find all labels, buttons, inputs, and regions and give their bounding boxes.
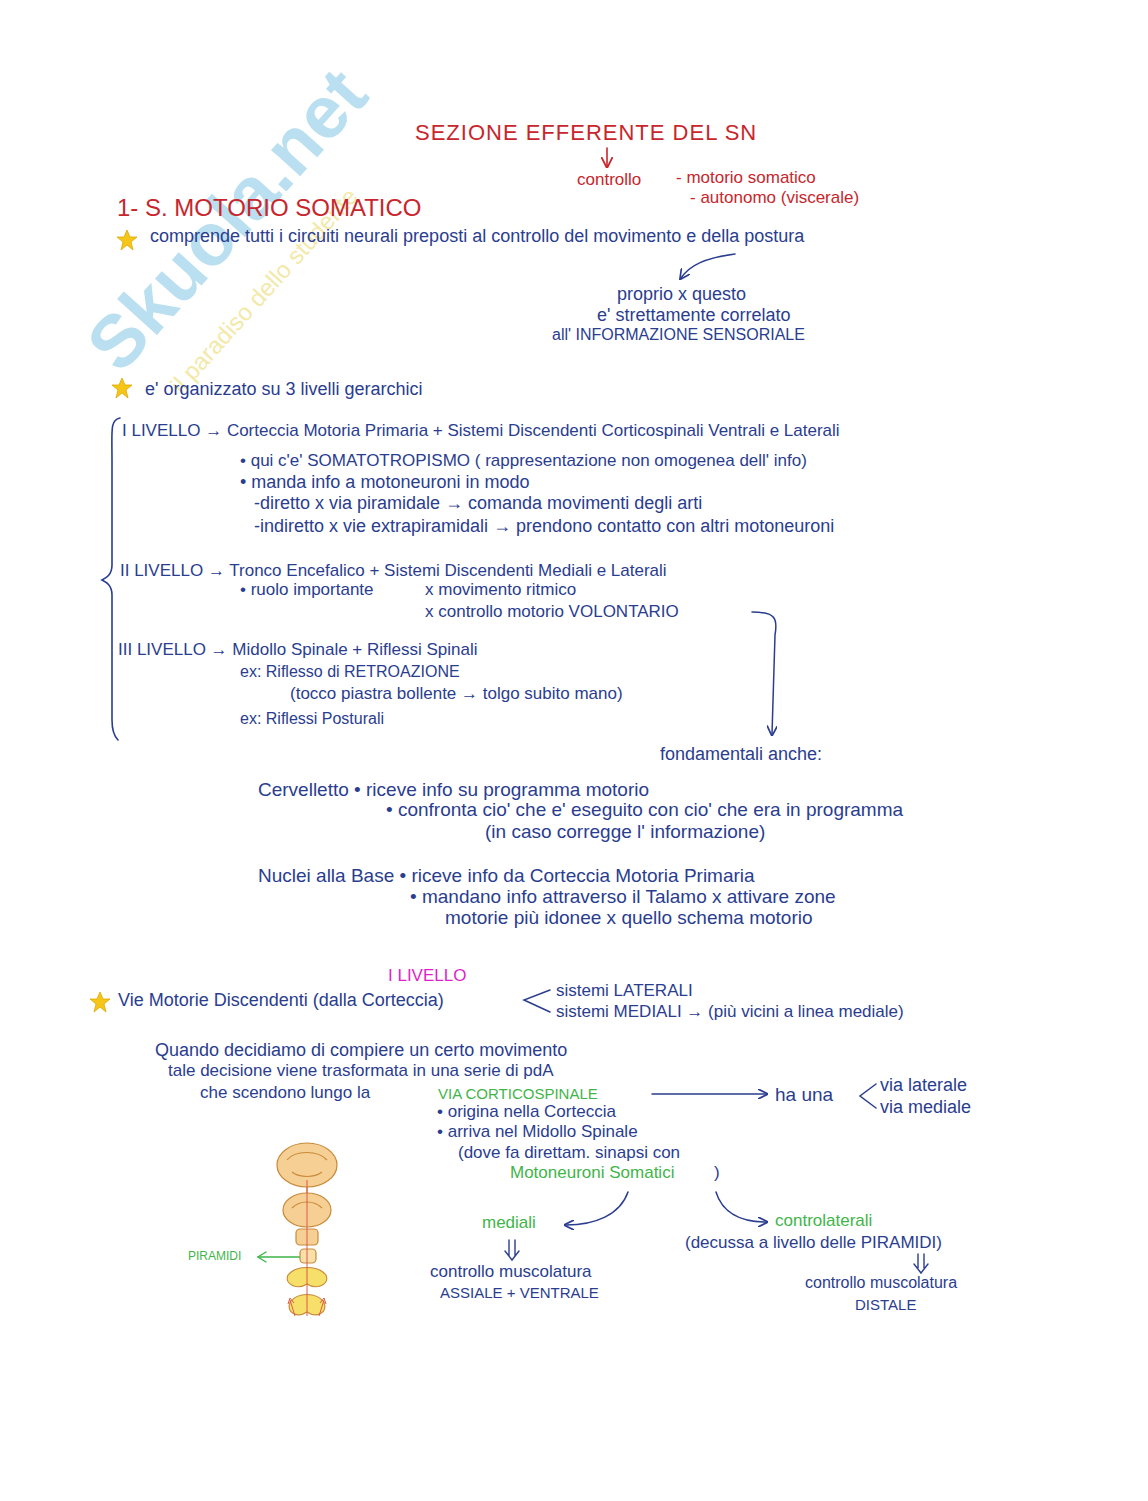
text-line: (in caso corregge l' informazione) [485,821,765,843]
arrow [606,148,608,166]
text-line: ex: Riflesso di RETROAZIONE [240,663,460,681]
arrow [716,1192,766,1222]
text-line: • ruolo importante [240,580,374,600]
text-line: • qui c'e' SOMATOTROPISMO ( rappresentaz… [240,451,807,471]
highlight-term: VIA CORTICOSPINALE [438,1085,598,1102]
text-line: proprio x questo [617,284,746,305]
text-line: ha una [775,1084,833,1106]
text-line: x movimento ritmico [425,580,576,600]
text-line: III LIVELLO → Midollo Spinale + Riflessi… [118,640,478,660]
section-heading: 1- S. MOTORIO SOMATICO [117,194,421,222]
text-line: motorie più idonee x quello schema motor… [445,907,813,929]
text-line: II LIVELLO → Tronco Encefalico + Sistemi… [120,561,667,581]
text-line: • origina nella Corteccia [437,1102,616,1122]
arrow [752,612,776,734]
text-line: I LIVELLO → Corteccia Motoria Primaria +… [122,421,840,441]
double-arrow [914,1254,928,1273]
text-line: via mediale [880,1097,971,1118]
text-line: • manda info a motoneuroni in modo [240,472,529,493]
text-line: sistemi LATERALI [556,981,693,1001]
text-line: controllo muscolatura [805,1274,957,1292]
text-line: Quando decidiamo di compiere un certo mo… [155,1040,567,1061]
text-line: (dove fa direttam. sinapsi con [458,1143,680,1163]
text-line: x controllo motorio VOLONTARIO [425,602,679,622]
highlight-term: mediali [482,1213,536,1233]
text-line: DISTALE [855,1296,916,1313]
split-brace [524,990,550,1012]
text-line: sistemi MEDIALI → (più vicini a linea me… [556,1002,904,1022]
level-tag: I LIVELLO [388,966,466,986]
arrow [566,1192,628,1225]
arrow [681,254,735,278]
text-line: -indiretto x vie extrapiramidali → prend… [254,516,834,537]
note: - motorio somatico [676,168,816,188]
title: SEZIONE EFFERENTE DEL SN [415,120,757,145]
text-line: e' strettamente correlato [597,305,791,326]
text-line: controllo muscolatura [430,1262,592,1282]
text-line: Nuclei alla Base • riceve info da Cortec… [258,865,755,887]
text-line: • mandano info attraverso il Talamo x at… [410,886,836,908]
text-line: (decussa a livello delle PIRAMIDI) [685,1233,942,1253]
text-line: • arriva nel Midollo Spinale [437,1122,638,1142]
brace [102,418,120,740]
text-line: ex: Riflessi Posturali [240,710,384,728]
text-line: Cervelletto • riceve info su programma m… [258,779,649,801]
highlight-term: controlaterali [775,1211,872,1231]
text-line: (tocco piastra bollente → tolgo subito m… [290,684,623,704]
text-line: Vie Motorie Discendenti (dalla Corteccia… [118,990,444,1011]
text-line: comprende tutti i circuiti neurali prepo… [150,226,804,247]
text-line: -diretto x via piramidale → comanda movi… [254,493,702,514]
text-line: ) [714,1163,720,1183]
text-line: via laterale [880,1075,967,1096]
note: controllo [577,170,641,190]
double-arrow [505,1240,519,1260]
text-line: • confronta cio' che e' eseguito con cio… [386,799,903,821]
text-line: che scendono lungo la [200,1083,370,1103]
highlight-term: Motoneuroni Somatici [510,1163,674,1183]
arrow [652,1093,766,1095]
text-line: all' INFORMAZIONE SENSORIALE [552,326,805,344]
text-line: fondamentali anche: [660,744,822,765]
part-label: PIRAMIDI [188,1250,241,1264]
leader-line [258,1256,300,1257]
note: - autonomo (viscerale) [690,188,859,208]
text-line: ASSIALE + VENTRALE [440,1284,599,1301]
text-line: e' organizzato su 3 livelli gerarchici [145,379,423,400]
text-line: tale decisione viene trasformata in una … [168,1061,554,1081]
leader-arrowhead [258,1252,266,1262]
brain-illustration [277,1143,337,1316]
split-brace [860,1084,876,1108]
